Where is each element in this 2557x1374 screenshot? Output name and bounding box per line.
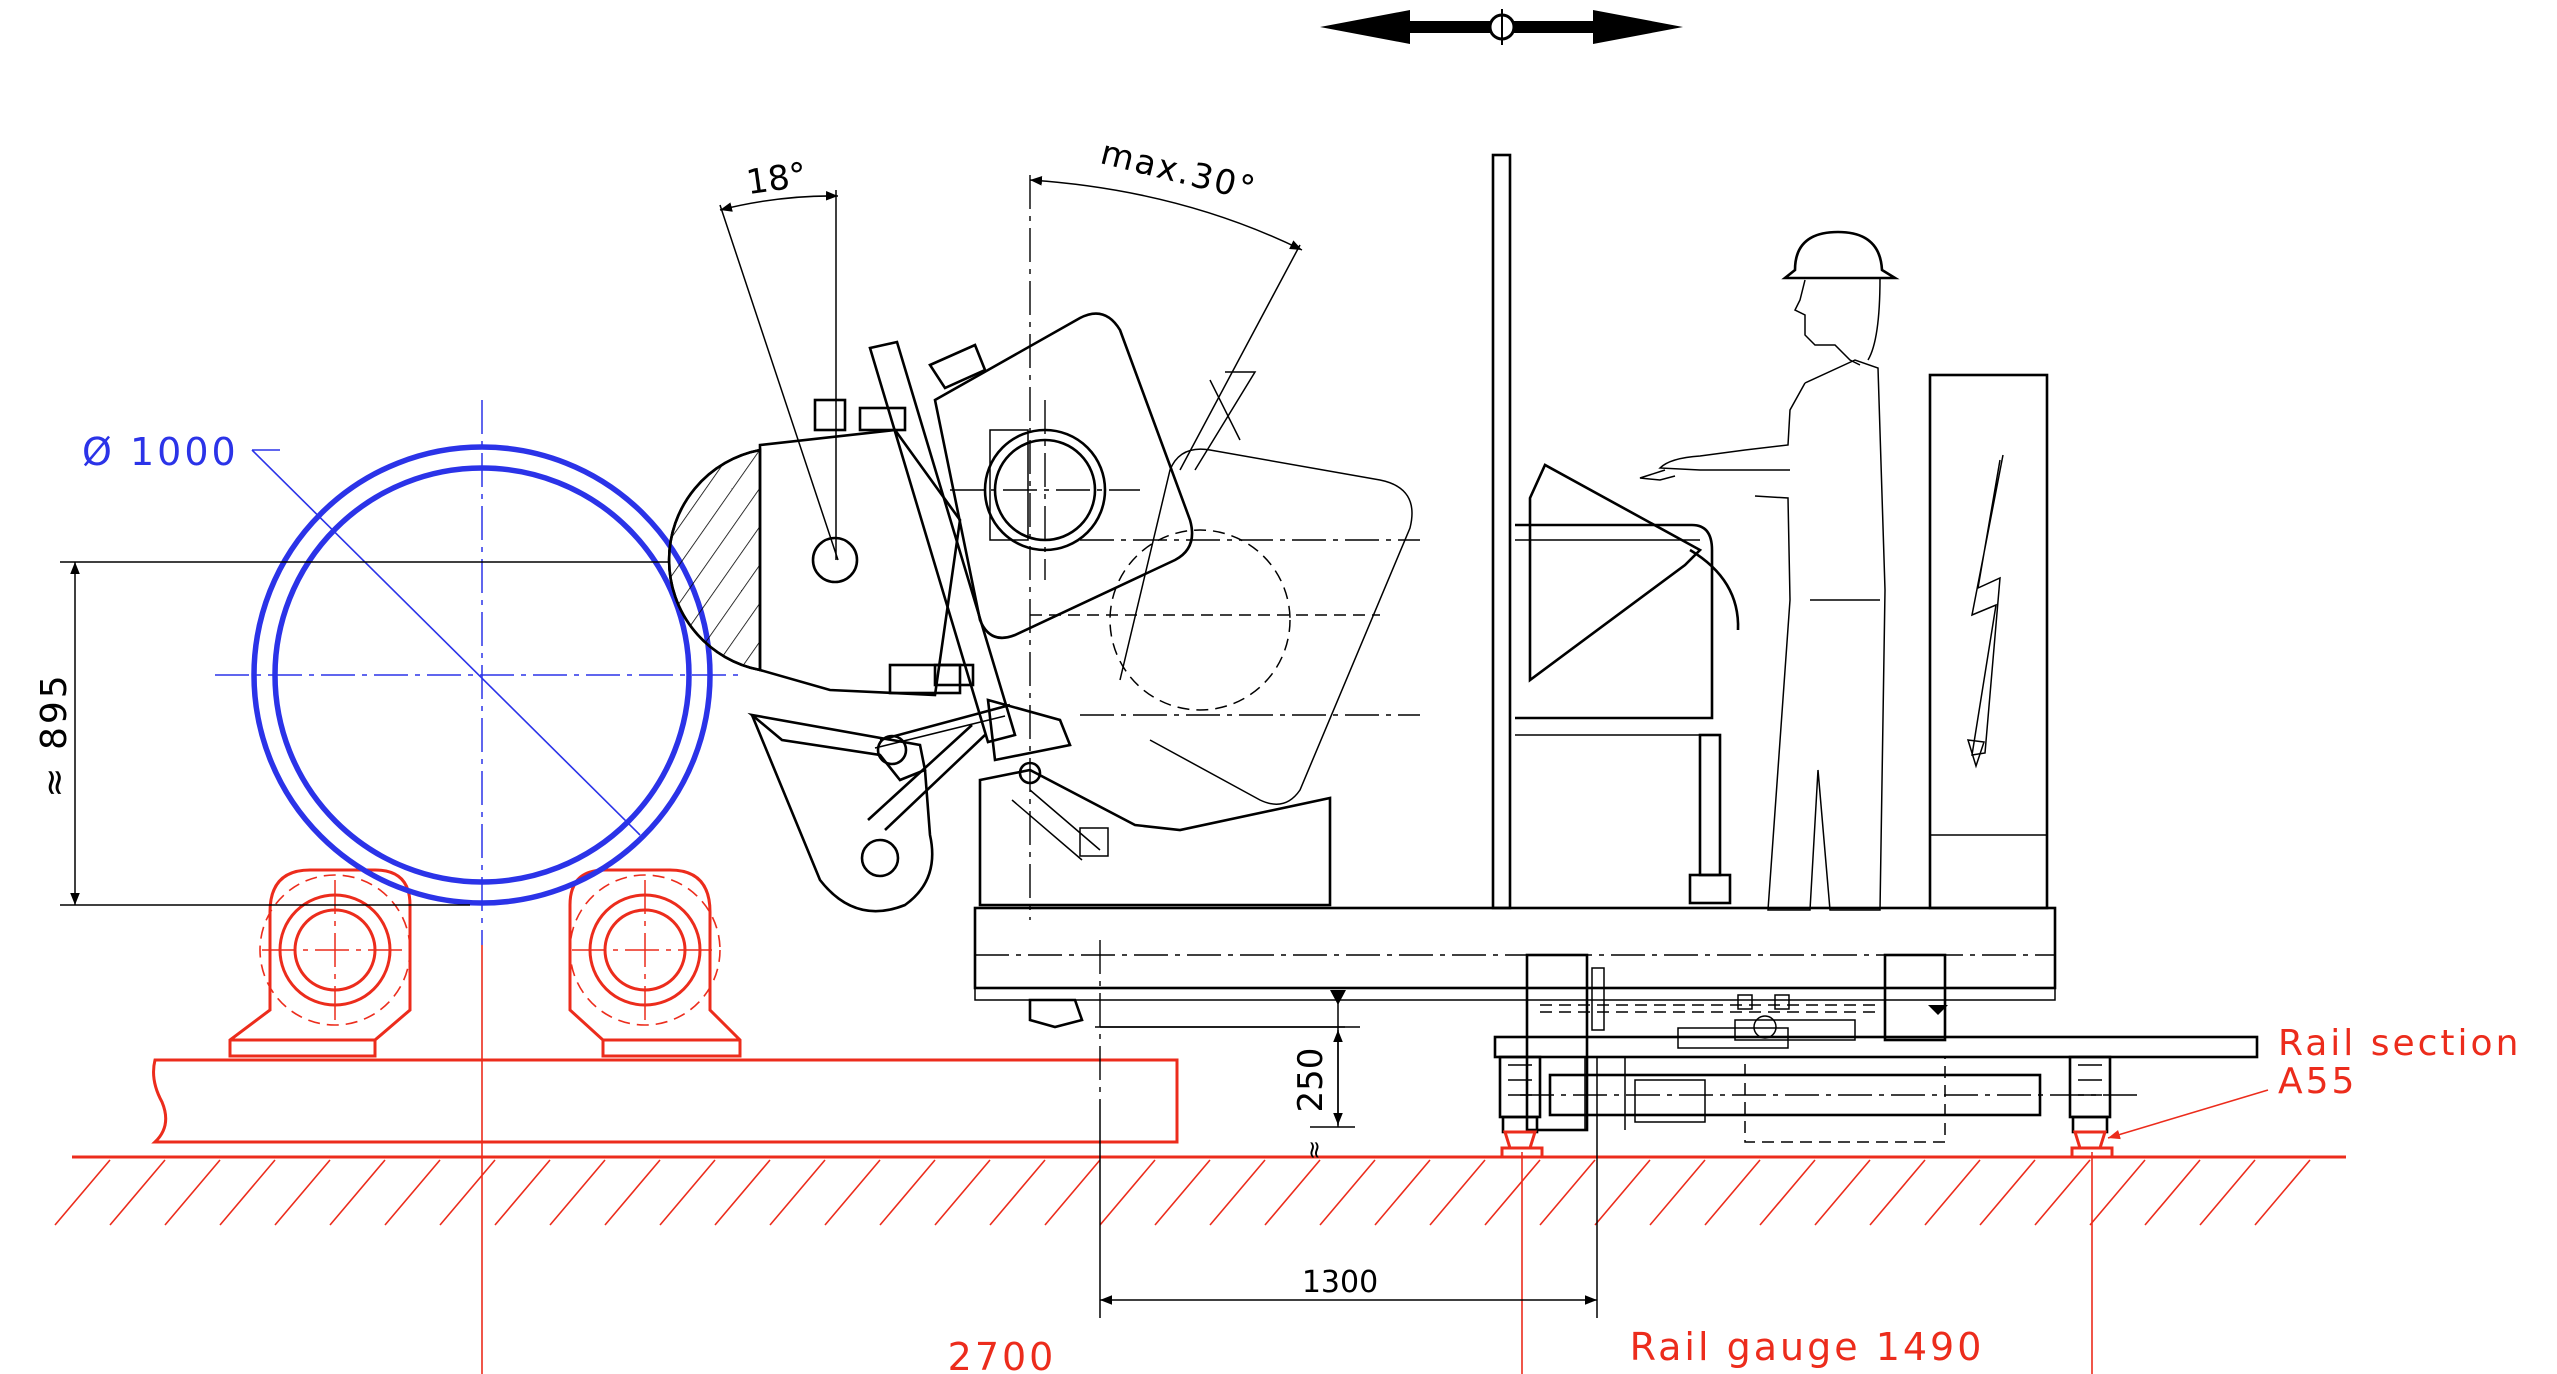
tilted-head-ghost-outline: [1030, 371, 1420, 805]
floor-hatch-line: [219, 1159, 276, 1226]
height-dimension: [60, 561, 670, 906]
floor-hatch-line: [879, 1159, 936, 1226]
floor-hatch-line: [1869, 1159, 1926, 1226]
floor-hatch-line: [1704, 1159, 1761, 1226]
floor-hatch-line: [1154, 1159, 1211, 1226]
angle-max30-label: max.30°: [1097, 133, 1261, 210]
floor-hatch-line: [1924, 1159, 1981, 1226]
roller-support-beam: [151, 1058, 1179, 1144]
floor-hatch-line: [1649, 1159, 1706, 1226]
span-2700-label: 2700: [948, 1335, 1057, 1374]
floor-hatch-line: [1759, 1159, 1816, 1226]
span-1300-dimension: [1099, 1057, 1598, 1318]
floor-hatch-line: [329, 1159, 386, 1226]
floor-hatch-line: [824, 1159, 881, 1226]
wheel-left: [1498, 1055, 1544, 1159]
rail-truck: [1493, 953, 2259, 1143]
floor-hatch-line: [604, 1159, 661, 1226]
floor-hatch-line: [2144, 1159, 2201, 1226]
clearance-dimension: [1095, 1026, 1355, 1128]
angle-18-label: 18°: [744, 155, 809, 203]
floor-hatch-line: [274, 1159, 331, 1226]
operator-console: [1491, 153, 1740, 910]
rail-section-leader: [2107, 1089, 2269, 1140]
clearance-dimension-label: 250: [1291, 1048, 1331, 1113]
floor-hatch-line: [439, 1159, 496, 1226]
floor-hatch-line: [1374, 1159, 1431, 1226]
floor-hatch-line: [1979, 1159, 2036, 1226]
rail-gauge-label: Rail gauge 1490: [1630, 1325, 1985, 1369]
floor-hatch-line: [659, 1159, 716, 1226]
floor-hatch-line: [2254, 1159, 2311, 1226]
floor-hatch-line: [934, 1159, 991, 1226]
pipe-diameter-label: Ø 1000: [82, 430, 239, 474]
roller-stand-right: [568, 868, 742, 1058]
floor-hatch-line: [714, 1159, 771, 1226]
clearance-approx-label: ≈: [1300, 1140, 1328, 1160]
floor-hatch-line: [1429, 1159, 1486, 1226]
floor-hatch-line: [769, 1159, 826, 1226]
floor-hatch-line: [1594, 1159, 1651, 1226]
operator-figure: [1639, 230, 1900, 911]
floor-hatch-line: [2089, 1159, 2146, 1226]
floor-hatch-line: [1044, 1159, 1101, 1226]
floor-hatch-line: [1099, 1159, 1156, 1226]
floor-hatch-line: [2034, 1159, 2091, 1226]
height-dimension-label: ≈ 895: [34, 672, 75, 797]
carriage-frame: [973, 906, 2057, 1127]
floor-hatching: [54, 1159, 2311, 1226]
rail-section-label-line1: Rail section: [2278, 1023, 2521, 1064]
roller-stand-left: [228, 868, 412, 1058]
floor-line: [54, 1155, 2346, 1226]
floor-hatch-line: [1319, 1159, 1376, 1226]
floor-hatch-line: [1814, 1159, 1871, 1226]
machine-base-body: [978, 768, 1332, 907]
floor-hatch-line: [1484, 1159, 1541, 1226]
floor-hatch-line: [164, 1159, 221, 1226]
wheel-right: [2068, 1055, 2114, 1159]
pipe-cross-section: [215, 400, 745, 945]
floor-hatch-line: [1209, 1159, 1266, 1226]
floor-hatch-line: [494, 1159, 551, 1226]
electrical-cabinet: [1928, 373, 2049, 910]
tilt-angle-dimensions: [719, 175, 1303, 920]
floor-hatch-line: [549, 1159, 606, 1226]
floor-hatch-line: [384, 1159, 441, 1226]
lightning-bolt-icon: [1966, 454, 2004, 769]
double-arrow-icon: [1320, 9, 1683, 45]
floor-hatch-line: [54, 1159, 111, 1226]
floor-hatch-line: [109, 1159, 166, 1226]
floor-hatch-line: [1539, 1159, 1596, 1226]
floor-hatch-line: [1264, 1159, 1321, 1226]
milling-head: [667, 312, 1194, 913]
span-1300-label: 1300: [1302, 1265, 1378, 1300]
floor-hatch-line: [989, 1159, 1046, 1226]
floor-hatch-line: [2199, 1159, 2256, 1226]
rail-section-label-line2: A55: [2278, 1061, 2357, 1102]
